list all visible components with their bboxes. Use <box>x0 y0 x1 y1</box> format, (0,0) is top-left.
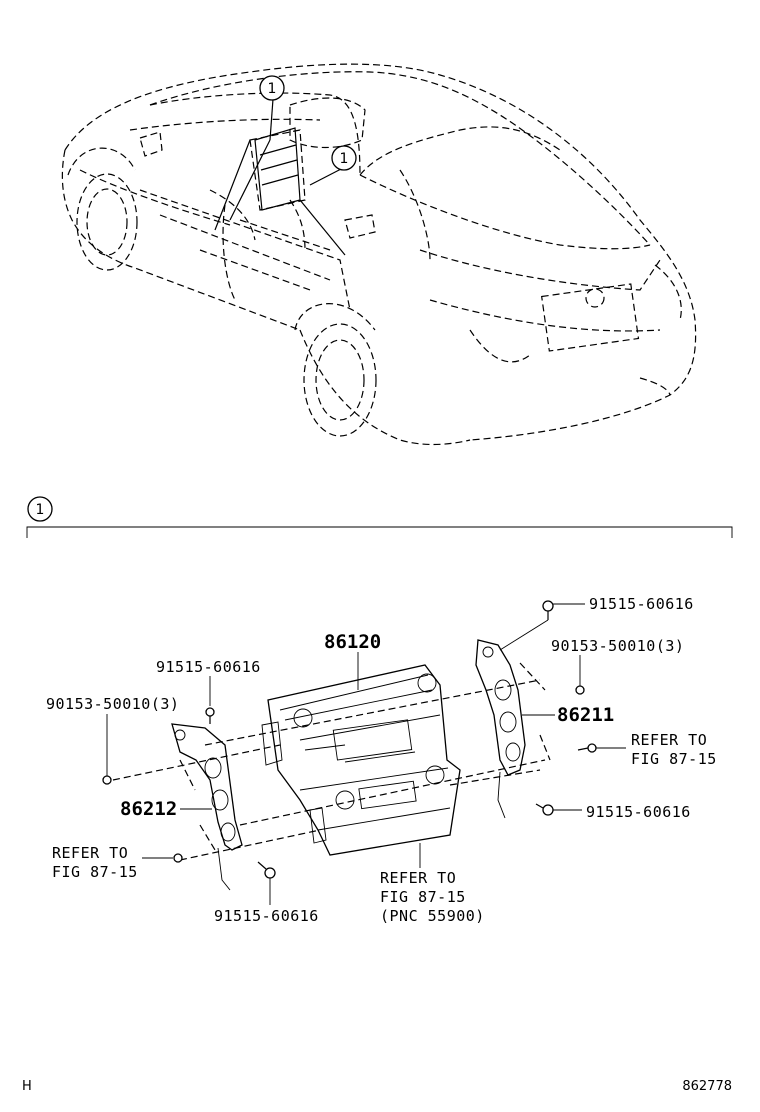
label-screw-right: 90153-50010(3) <box>551 637 684 655</box>
footer-figure-number: 862778 <box>682 1079 732 1094</box>
label-bolt-right-lower: 91515-60616 <box>586 803 691 821</box>
label-bolt-left-top: 91515-60616 <box>156 658 261 676</box>
label-86120: 86120 <box>324 631 381 653</box>
label-86212: 86212 <box>120 798 177 820</box>
ref-center-line2: FIG 87-15 <box>380 888 466 906</box>
footer-left-code: H <box>22 1079 32 1094</box>
fastener-bolt-right-mid <box>577 743 597 753</box>
fastener-bolt-left-low <box>173 853 183 863</box>
left-bracket-86212 <box>171 723 243 891</box>
fastener-screw-left <box>205 707 215 724</box>
ref-left-line1: REFER TO <box>52 844 128 862</box>
exploded-parts <box>102 600 626 905</box>
section-badge: 1 <box>36 502 45 518</box>
ref-left-line2: FIG 87-15 <box>52 863 138 881</box>
labels: 86120 86211 86212 91515-60616 90153-5001… <box>46 595 717 925</box>
label-bolt-bottom-left: 91515-60616 <box>214 907 319 925</box>
callout-number: 1 <box>340 151 349 167</box>
ref-center-line1: REFER TO <box>380 869 456 887</box>
fastener-bolt-top-right <box>542 600 554 620</box>
callout-1-top: 1 <box>259 75 285 101</box>
ref-center-line3: (PNC 55900) <box>380 907 485 925</box>
right-bracket-86211 <box>475 639 526 819</box>
center-panel-86120 <box>261 664 461 856</box>
label-screw-left: 90153-50010(3) <box>46 695 179 713</box>
ref-right-line1: REFER TO <box>631 731 707 749</box>
fastener-screw-far-left <box>102 775 112 785</box>
ref-right-line2: FIG 87-15 <box>631 750 717 768</box>
car-illustration <box>61 63 697 446</box>
fastener-screw-right <box>575 685 585 695</box>
fastener-bolt-bottom-left <box>257 861 276 879</box>
label-bolt-top-right: 91515-60616 <box>589 595 694 613</box>
callout-number: 1 <box>268 81 277 97</box>
callout-1-right: 1 <box>331 145 357 171</box>
fastener-bolt-right-low <box>535 803 554 816</box>
section-header: 1 <box>26 496 733 538</box>
label-86211: 86211 <box>557 704 614 726</box>
